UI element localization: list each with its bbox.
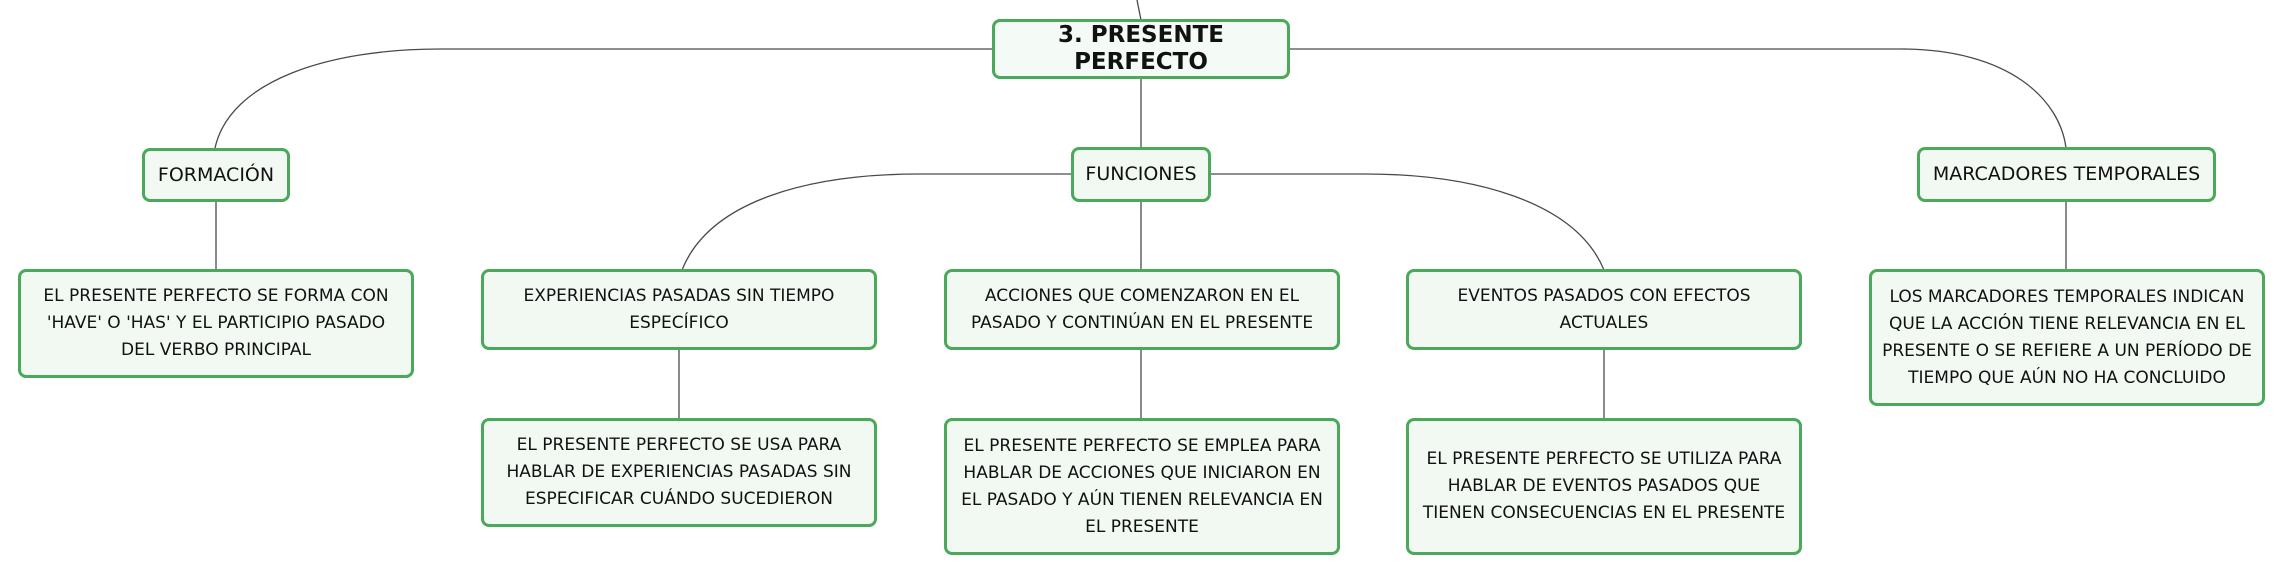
marcadores-detail-text: LOS MARCADORES TEMPORALES INDICAN QUE LA… bbox=[1882, 286, 2252, 388]
branch-marcadores[interactable]: MARCADORES TEMPORALES bbox=[1917, 147, 2216, 202]
branch-funciones-label: FUNCIONES bbox=[1085, 163, 1197, 185]
connector-funciones-item3 bbox=[1210, 173, 1605, 271]
connector-root-formacion bbox=[214, 48, 992, 149]
funcion-item-2-detail-text: EL PRESENTE PERFECTO SE EMPLEA PARA HABL… bbox=[961, 435, 1323, 537]
branch-marcadores-label: MARCADORES TEMPORALES bbox=[1932, 163, 2201, 185]
funcion-item-3-label: EVENTOS PASADOS CON EFECTOS ACTUALES bbox=[1457, 285, 1751, 333]
funcion-item-1[interactable]: EXPERIENCIAS PASADAS SIN TIEMPO ESPECÍFI… bbox=[481, 269, 877, 350]
funcion-item-2-detail[interactable]: EL PRESENTE PERFECTO SE EMPLEA PARA HABL… bbox=[944, 418, 1340, 555]
root-node[interactable]: 3. PRESENTE PERFECTO bbox=[992, 19, 1290, 79]
funcion-item-1-detail-text: EL PRESENTE PERFECTO SE USA PARA HABLAR … bbox=[506, 435, 852, 509]
branch-formacion[interactable]: FORMACIÓN bbox=[142, 148, 290, 202]
formacion-detail[interactable]: EL PRESENTE PERFECTO SE FORMA CON 'HAVE'… bbox=[18, 269, 414, 378]
funcion-item-3-detail[interactable]: EL PRESENTE PERFECTO SE UTILIZA PARA HAB… bbox=[1406, 418, 1802, 555]
formacion-detail-text: EL PRESENTE PERFECTO SE FORMA CON 'HAVE'… bbox=[43, 286, 389, 360]
funcion-item-2[interactable]: ACCIONES QUE COMENZARON EN EL PASADO Y C… bbox=[944, 269, 1340, 350]
connector-root-marcadores bbox=[1290, 48, 2067, 149]
connector-root-parent bbox=[1136, 0, 1142, 21]
connector-funciones-item1 bbox=[681, 173, 1072, 271]
funcion-item-1-label: EXPERIENCIAS PASADAS SIN TIEMPO ESPECÍFI… bbox=[523, 285, 835, 333]
funcion-item-1-detail[interactable]: EL PRESENTE PERFECTO SE USA PARA HABLAR … bbox=[481, 418, 877, 527]
root-label: 3. PRESENTE PERFECTO bbox=[1058, 22, 1224, 75]
funcion-item-3-detail-text: EL PRESENTE PERFECTO SE UTILIZA PARA HAB… bbox=[1422, 449, 1786, 523]
branch-funciones[interactable]: FUNCIONES bbox=[1071, 147, 1211, 202]
marcadores-detail[interactable]: LOS MARCADORES TEMPORALES INDICAN QUE LA… bbox=[1869, 269, 2265, 406]
funcion-item-2-label: ACCIONES QUE COMENZARON EN EL PASADO Y C… bbox=[970, 285, 1314, 333]
branch-formacion-label: FORMACIÓN bbox=[157, 163, 275, 186]
funcion-item-3[interactable]: EVENTOS PASADOS CON EFECTOS ACTUALES bbox=[1406, 269, 1802, 350]
